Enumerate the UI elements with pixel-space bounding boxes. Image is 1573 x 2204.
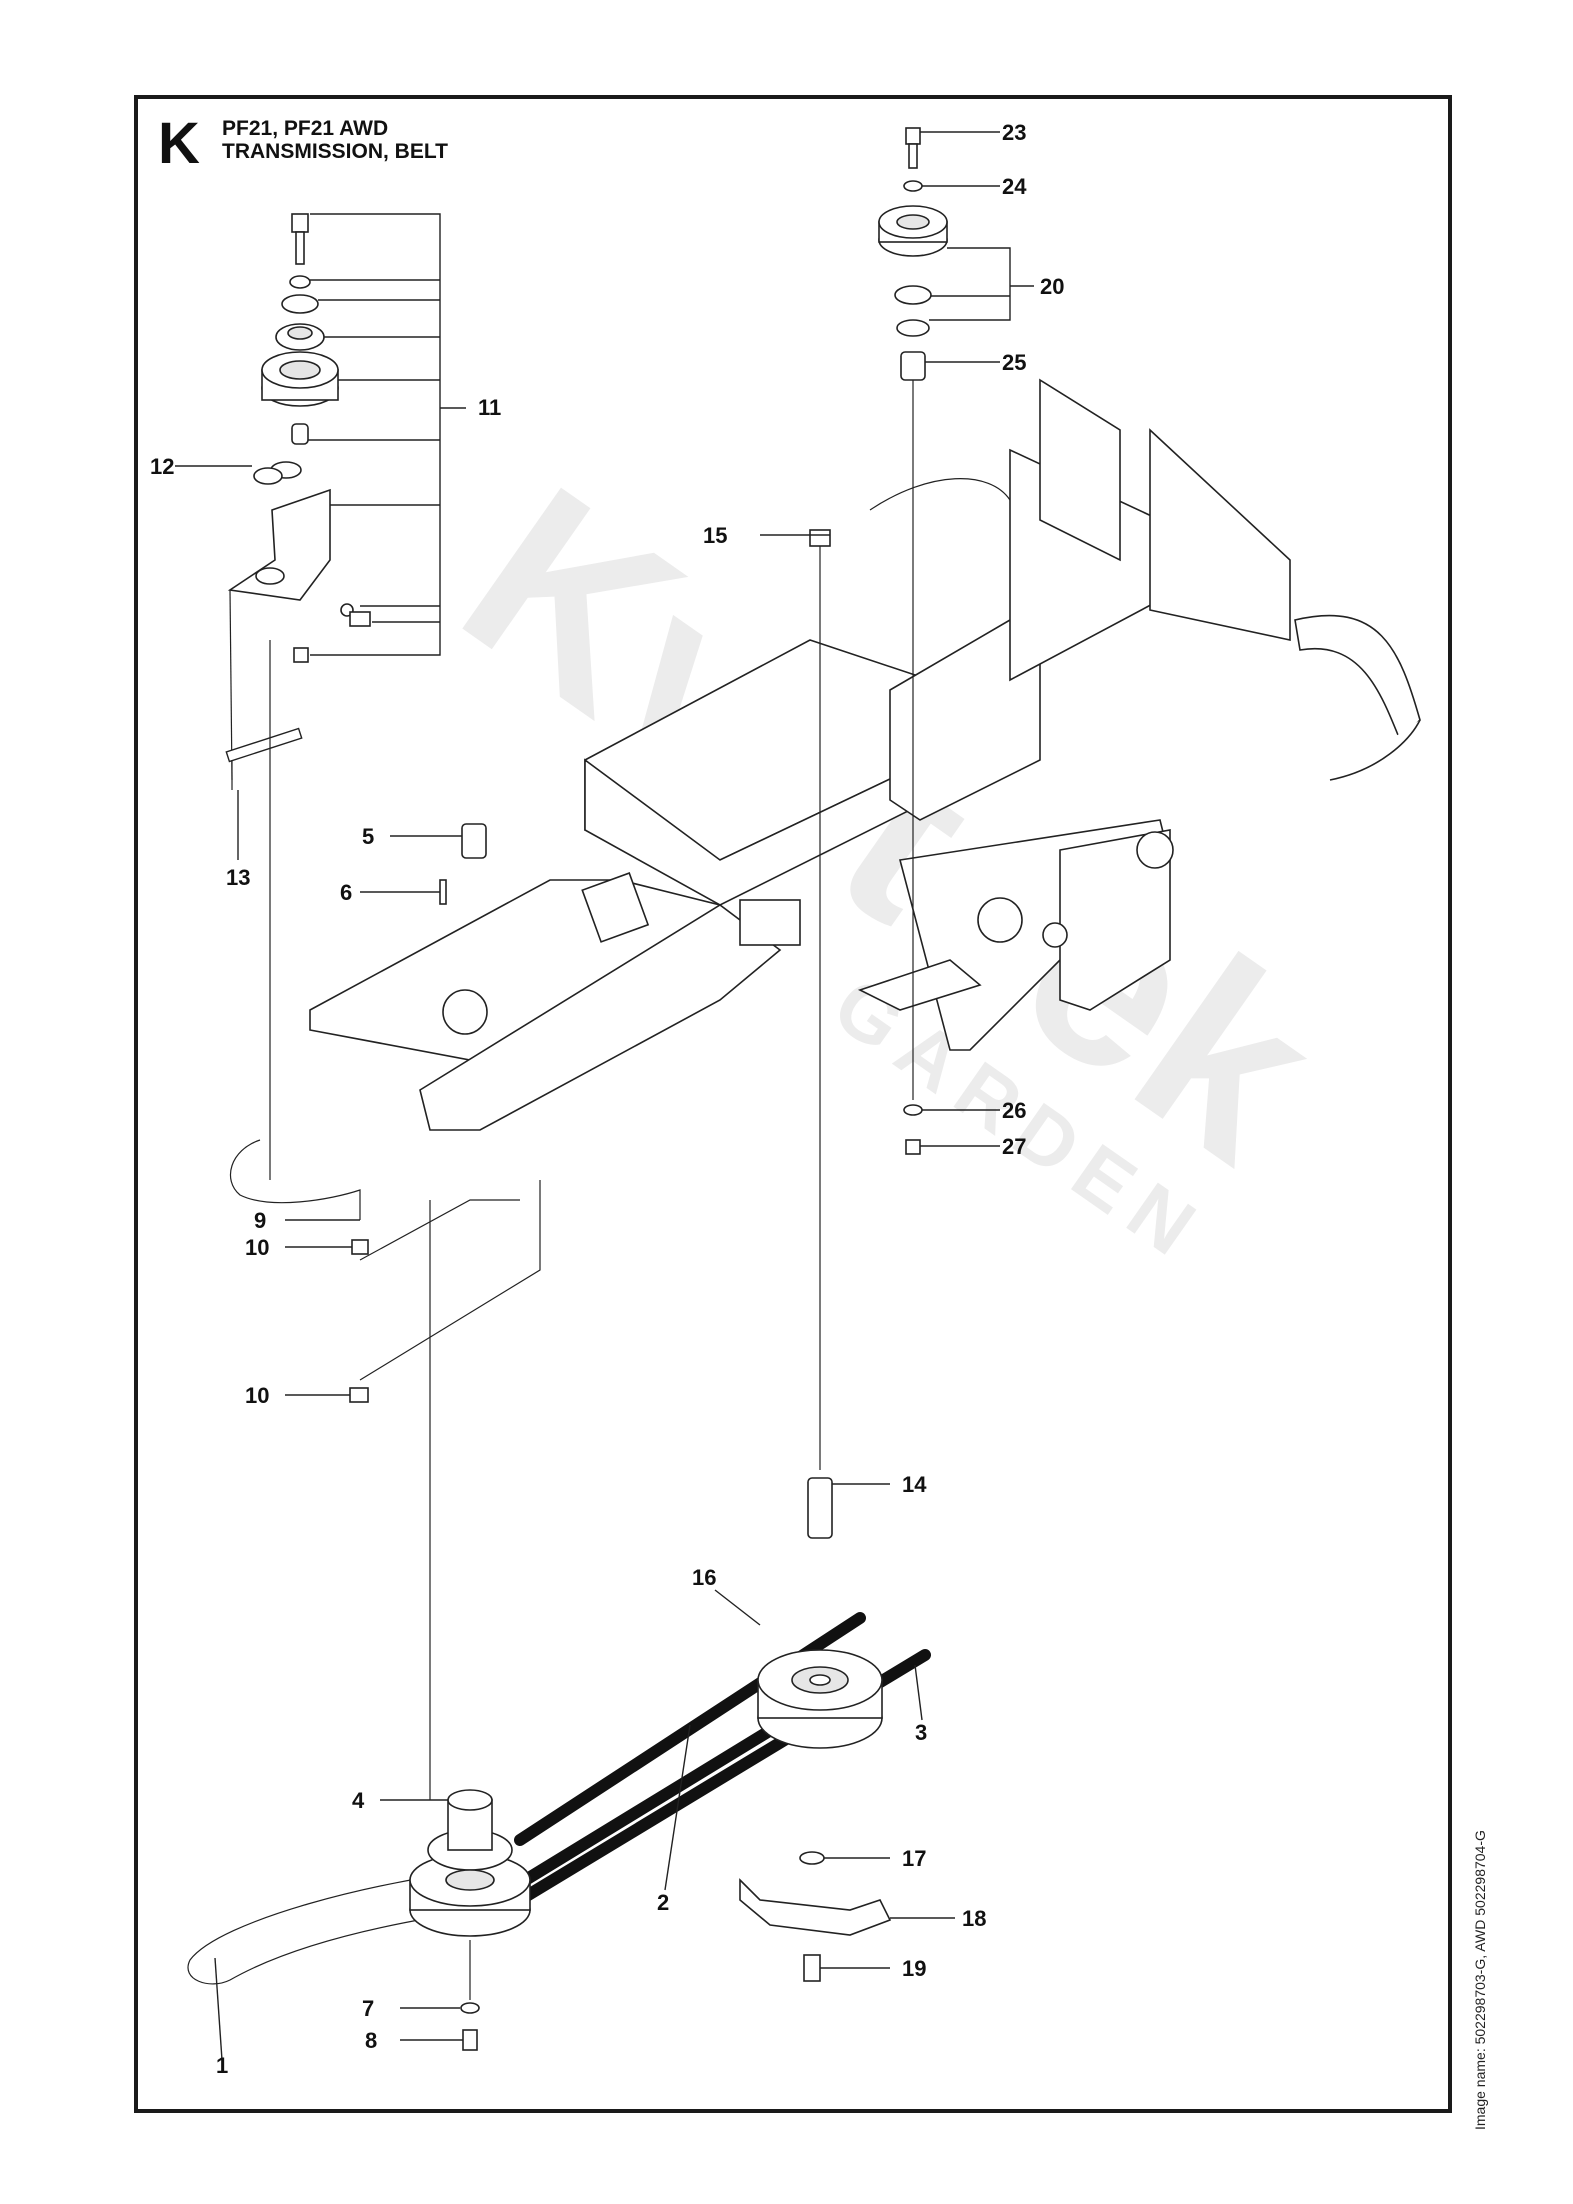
part-label-26: 26 [1002,1098,1026,1123]
part-label-2: 2 [657,1890,669,1915]
part-label-19: 19 [902,1956,926,1981]
part-label-1: 1 [216,2053,228,2078]
leader-1 [214,1957,223,2061]
leader-2 [664,1724,691,1891]
section-letter: K [158,111,200,176]
clip-12 [253,467,283,485]
part-label-27: 27 [1002,1134,1026,1159]
part-label-16: 16 [692,1565,716,1590]
part-label-6: 6 [340,880,352,905]
idler-arm-assembly [227,213,466,663]
diagram-subtitle: TRANSMISSION, BELT [222,140,448,163]
pulley-stack-right [878,127,1034,1155]
part-label-18: 18 [962,1906,986,1931]
pulley-4 [380,1789,531,2051]
part-label-10-lower: 10 [245,1383,269,1408]
part-label-20: 20 [1040,274,1064,299]
part-label-11: 11 [478,395,501,420]
part-label-10: 10 [245,1235,269,1260]
model-title: PF21, PF21 AWD [222,117,389,140]
bracket-18 [739,1851,955,1982]
leader-3 [914,1664,923,1721]
part-label-8: 8 [365,2028,377,2053]
part-label-14: 14 [902,1472,927,1497]
part-label-17: 17 [902,1846,926,1871]
part-label-24: 24 [1002,174,1027,199]
drawing-frame [134,95,1452,2113]
part-label-4: 4 [352,1788,365,1813]
part-label-5: 5 [362,824,374,849]
part-label-12: 12 [150,454,174,479]
part-label-23: 23 [1002,120,1026,145]
part-label-15: 15 [703,523,727,548]
part-label-25: 25 [1002,350,1026,375]
pulley-16 [757,1649,883,1749]
center-axis-parts [760,529,890,1539]
part-label-7: 7 [362,1996,374,2021]
part-labels: 1 2 3 4 5 6 7 8 9 10 10 11 12 13 14 15 1… [150,120,1064,2078]
part-label-3: 3 [915,1720,927,1745]
part-label-13: 13 [226,865,250,890]
leader-16 [714,1589,761,1626]
small-parts-left [230,640,541,1800]
tension-spring [225,589,303,790]
chassis-frame [309,378,1421,1131]
part-label-9: 9 [254,1208,266,1233]
